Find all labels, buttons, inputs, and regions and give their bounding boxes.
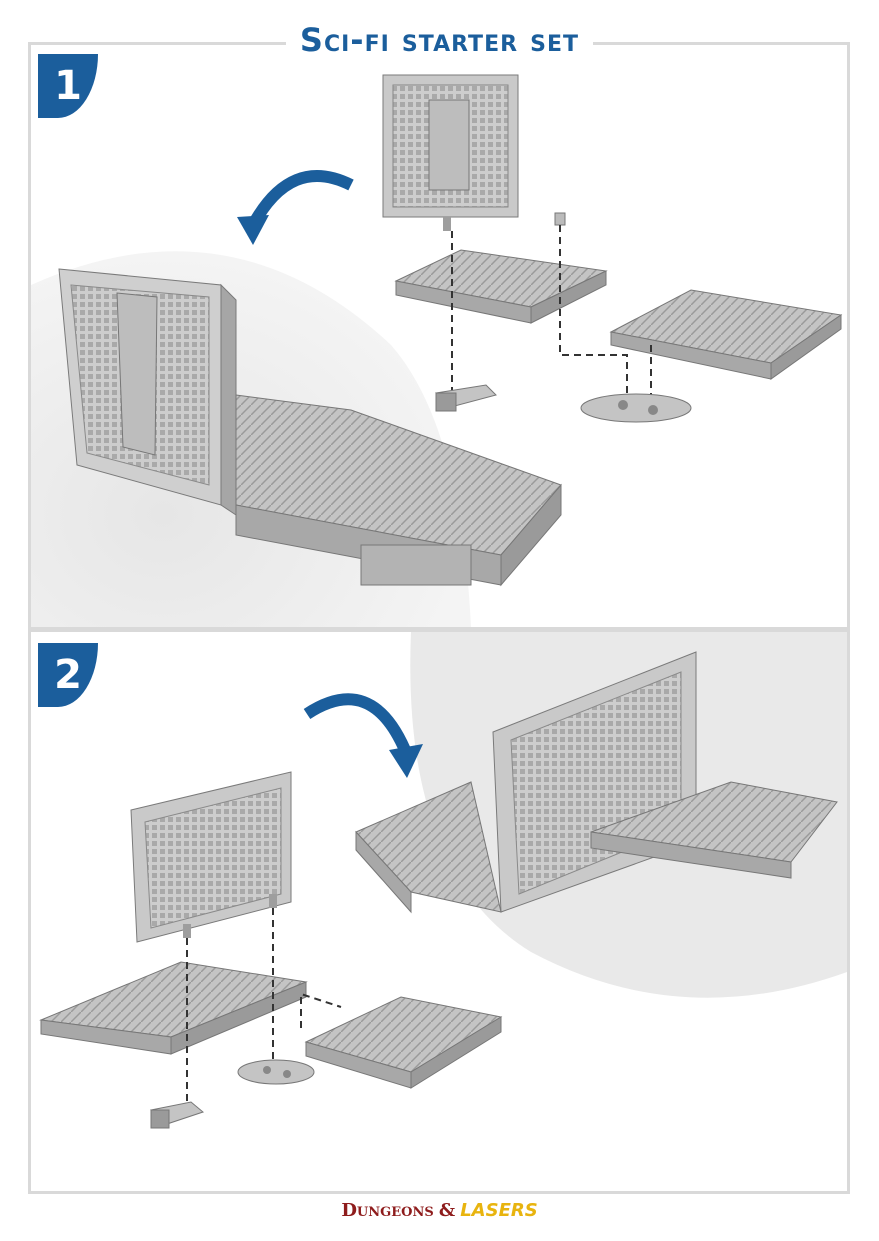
peg-piece	[554, 212, 566, 226]
floor-tile-exploded-1	[394, 249, 608, 324]
step-1-panel	[31, 45, 847, 627]
floor-tile-exploded-1	[39, 961, 308, 1055]
wall-panel-exploded	[130, 771, 292, 943]
panel-divider	[31, 627, 847, 632]
floor-tile-exploded-2	[304, 996, 503, 1089]
logo-ampersand: &	[438, 1200, 456, 1221]
step-1-illustration	[31, 74, 843, 627]
connector-clip-2	[580, 393, 692, 423]
curved-arrow-icon	[237, 170, 354, 245]
title-bar: Sci-fi starter set	[0, 18, 879, 62]
step-2-badge: 2	[38, 643, 98, 707]
floor-tile-exploded-2	[609, 289, 843, 380]
page-title: Sci-fi starter set	[285, 18, 594, 62]
logo-word-lasers: LASERS	[460, 1200, 538, 1221]
connector-clip-2	[237, 1059, 315, 1085]
logo-word-dungeons: Dungeons	[341, 1200, 434, 1221]
brand-logo: Dungeons & LASERS	[0, 1200, 879, 1221]
connector-clip-1	[434, 384, 497, 412]
dashed-assembly-line	[186, 908, 342, 1102]
step-2-panel	[31, 632, 847, 1191]
wall-panel-exploded	[382, 74, 519, 231]
dashed-assembly-line	[451, 225, 652, 405]
step-2-illustration	[39, 632, 847, 1129]
assembled-wall	[58, 268, 237, 516]
assembled-corner	[355, 651, 838, 914]
assembled-floor	[235, 394, 562, 587]
connector-clip-1	[149, 1101, 205, 1129]
curved-arrow-icon	[303, 693, 423, 778]
